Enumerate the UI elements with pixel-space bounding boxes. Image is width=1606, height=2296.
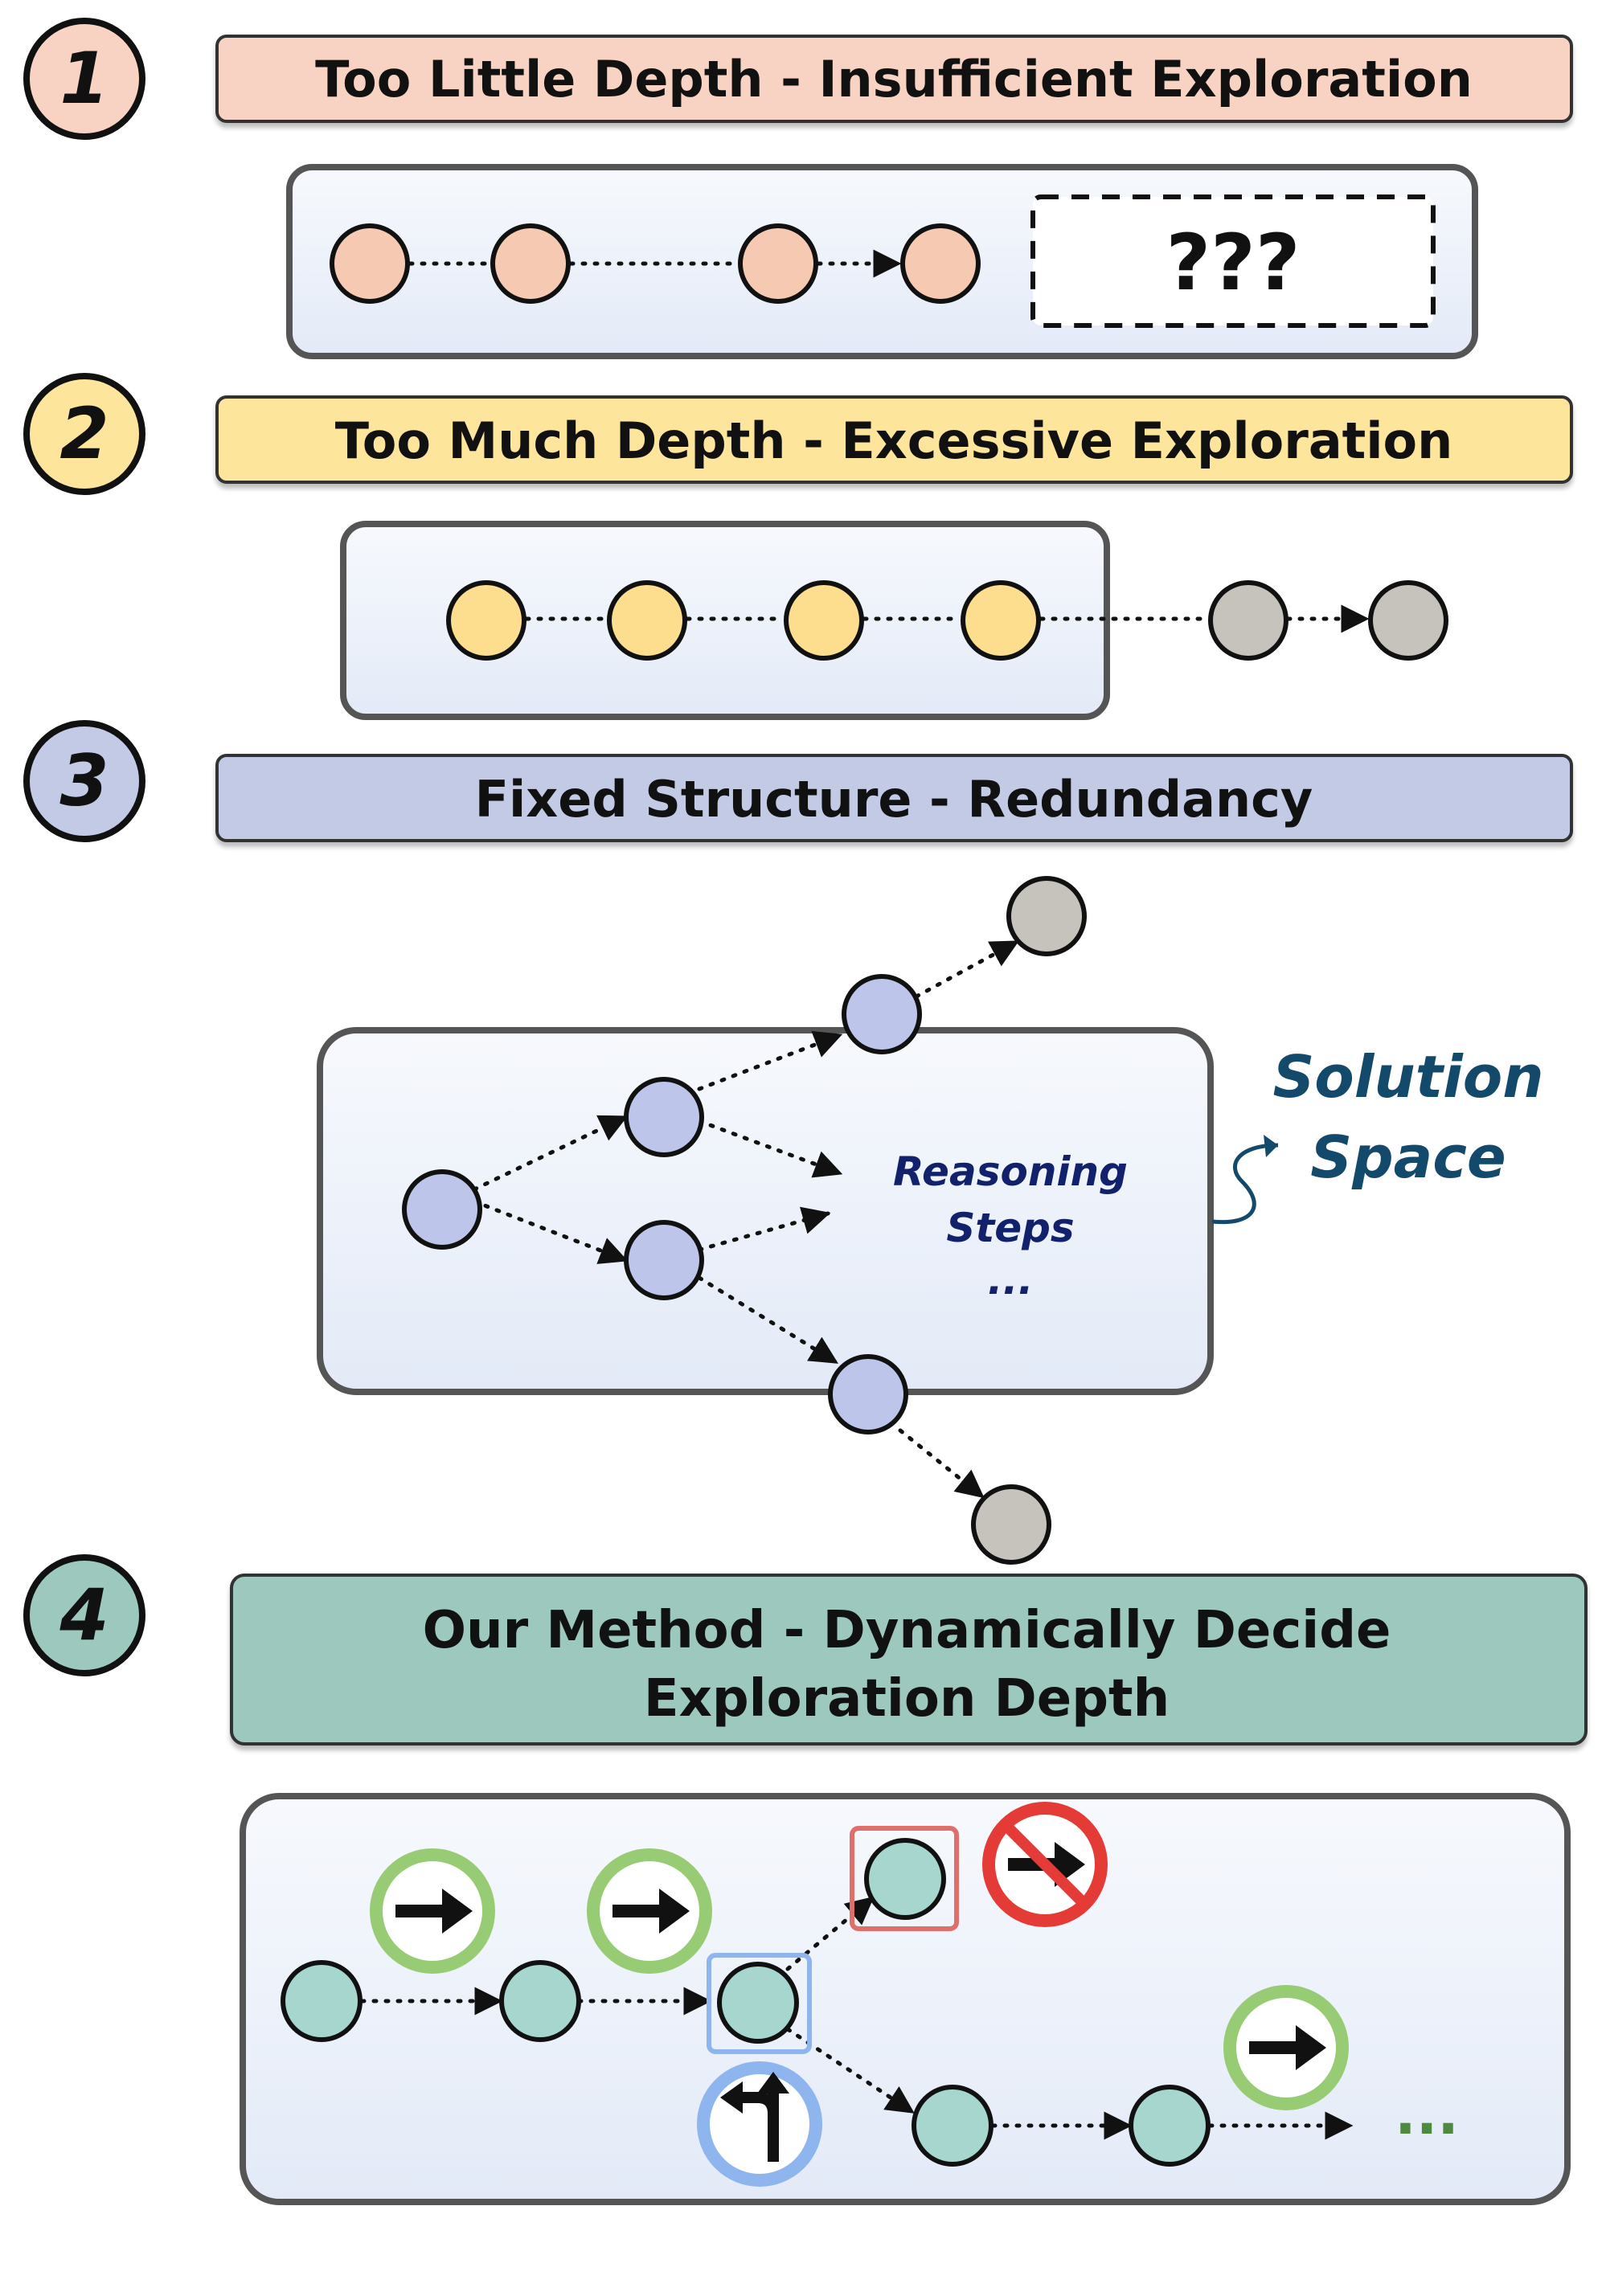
node (607, 580, 687, 661)
section-3-number: 3 (59, 739, 109, 822)
solution-space-label-line1: Solution (1272, 1043, 1543, 1111)
node (784, 580, 864, 661)
section-2: 2 Too Much Depth - Excessive Exploration (23, 373, 1573, 720)
node (912, 2085, 994, 2167)
node (402, 1169, 482, 1250)
section-1-title: Too Little Depth - Insufficient Explorat… (315, 50, 1473, 108)
unknown-box (1030, 194, 1436, 328)
node (842, 974, 922, 1054)
node (828, 1354, 908, 1434)
node (738, 223, 818, 304)
section-3-title: Fixed Structure - Redundancy (475, 770, 1313, 829)
section-4-title-line1: Our Method - Dynamically Decide (423, 1601, 1391, 1660)
reasoning-steps-label-line1: Reasoning (893, 1148, 1128, 1195)
panel-2 (340, 521, 1448, 720)
node (961, 580, 1041, 661)
reasoning-steps-label-line2: Steps (946, 1205, 1074, 1251)
section-2-number-badge: 2 (23, 373, 145, 495)
branch-turn-sign-icon (697, 2061, 822, 2187)
section-1-header: Too Little Depth - Insufficient Explorat… (215, 35, 1573, 123)
edge-arrow (914, 939, 1020, 999)
section-2-number: 2 (59, 392, 109, 475)
solution-space-label-line2: Space (1310, 1123, 1506, 1191)
node-gray (971, 1484, 1051, 1565)
node-gray (1368, 580, 1448, 661)
edge-arrow (697, 1206, 831, 1252)
node (446, 580, 526, 661)
edge-arrow (697, 1030, 843, 1091)
section-4: 4 Our Method - Dynamically Decide Explor… (23, 1554, 1588, 2205)
stopped-node-frame (850, 1826, 959, 1931)
trailing-ellipsis: ... (1395, 2081, 1459, 2147)
no-go-sign-icon (982, 1802, 1108, 1927)
solution-space-callout: Solution Space (1211, 1043, 1544, 1225)
edge-arrow (472, 1115, 629, 1192)
edge-arrow (697, 1119, 843, 1178)
node (281, 1960, 363, 2042)
node-gray (1208, 580, 1288, 661)
section-3-number-badge: 3 (23, 720, 145, 842)
reasoning-steps-ellipsis: ... (988, 1257, 1034, 1304)
section-1-number-badge: 1 (23, 18, 145, 140)
node (864, 1838, 946, 1920)
edge-arrow (697, 1275, 838, 1365)
node (490, 223, 571, 304)
section-2-header: Too Much Depth - Excessive Exploration (215, 395, 1573, 484)
node (624, 1077, 704, 1157)
section-4-header: Our Method - Dynamically Decide Explorat… (230, 1574, 1588, 1746)
section-2-title: Too Much Depth - Excessive Exploration (335, 411, 1453, 470)
section-4-number-badge: 4 (23, 1554, 145, 1676)
node (717, 1962, 799, 2044)
section-1: 1 Too Little Depth - Insufficient Explor… (23, 18, 1573, 359)
arrow-right-sign-icon (587, 1848, 712, 1974)
arrow-right-sign-icon (370, 1848, 495, 1974)
section-3: 3 Fixed Structure - Redundancy (23, 720, 1573, 1565)
node (499, 1960, 581, 2042)
unknown-text: ??? (1166, 218, 1300, 308)
edge-arrow (472, 1199, 629, 1264)
node-gray (1006, 876, 1087, 956)
section-3-header: Fixed Structure - Redundancy (215, 754, 1573, 842)
edge-arrow (898, 1428, 985, 1499)
section-4-title-line2: Exploration Depth (644, 1669, 1170, 1729)
section-4-number: 4 (59, 1574, 109, 1656)
branch-node-frame (707, 1953, 812, 2054)
node (330, 223, 410, 304)
node (1129, 2085, 1211, 2167)
panel-1: ??? (286, 164, 1478, 359)
node (624, 1220, 704, 1300)
node (900, 223, 981, 304)
arrow-right-sign-icon (1223, 1985, 1349, 2110)
section-1-number: 1 (59, 37, 109, 120)
panel-3: Reasoning Steps ... (317, 876, 1214, 1565)
panel-4: ... (240, 1793, 1571, 2205)
